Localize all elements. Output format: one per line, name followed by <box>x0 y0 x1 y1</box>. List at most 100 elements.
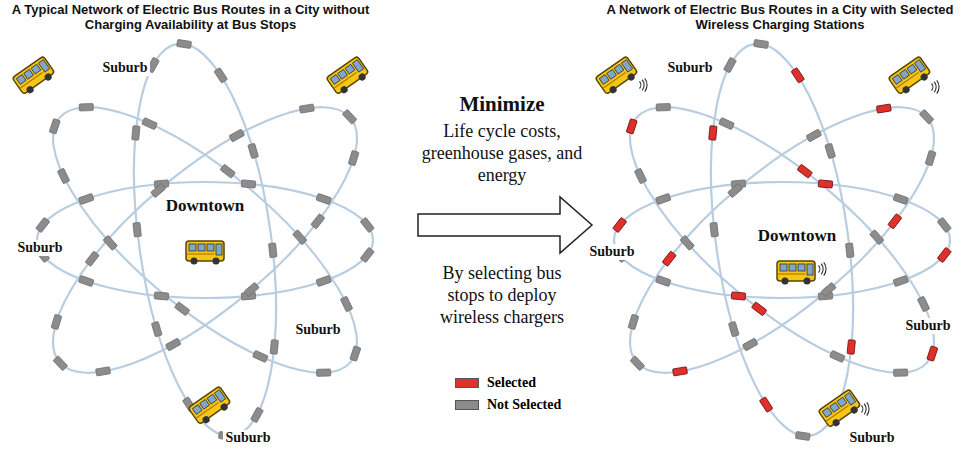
bus-stop <box>728 321 739 336</box>
bus-stop <box>846 243 854 258</box>
bus-stop <box>244 282 259 296</box>
legend-text: Selected <box>487 375 536 391</box>
region-label: Suburb <box>223 430 272 446</box>
bus-stop <box>251 407 264 423</box>
legend-text: Not Selected <box>487 397 561 413</box>
bus-stop <box>165 338 181 351</box>
selected-stop <box>662 251 676 266</box>
selected-stop <box>876 104 891 113</box>
selected-stop <box>626 119 637 134</box>
bus-stops <box>36 39 952 440</box>
bus-stop <box>174 302 189 316</box>
bus-stop <box>132 126 140 141</box>
bus-stop <box>348 150 359 165</box>
bus-stop <box>311 214 325 229</box>
bus-stop <box>634 168 646 184</box>
region-label: Suburb <box>847 430 896 446</box>
bus-stop <box>316 193 332 204</box>
region-label: Downtown <box>756 226 838 245</box>
bus-stop <box>177 39 192 48</box>
bus-stop <box>248 143 259 158</box>
bus-stop <box>656 104 670 111</box>
bus-stop <box>925 150 936 165</box>
body-text: By selecting bus stops to deploy wireles… <box>427 262 577 328</box>
bus-icon <box>888 56 933 97</box>
bus-stop <box>360 247 374 262</box>
region-label: Suburb <box>665 60 714 76</box>
bus-icon <box>12 56 57 97</box>
selected-stop <box>751 302 766 316</box>
bus-icon <box>188 386 233 427</box>
route-line <box>37 182 373 298</box>
bus-stop <box>142 118 158 130</box>
legend-swatch <box>455 400 479 410</box>
selected-stop <box>673 367 688 376</box>
bus-stop <box>151 321 162 336</box>
bus-icon <box>818 389 863 430</box>
region-label: Downtown <box>164 196 246 215</box>
bus-stop <box>893 275 909 286</box>
bus-stop <box>350 346 361 361</box>
legend-swatch <box>455 378 479 388</box>
bus-stop <box>220 164 235 178</box>
bus-icon <box>595 56 640 97</box>
region-label: Suburb <box>587 244 636 260</box>
bus-stop <box>710 222 718 237</box>
selected-stop <box>709 126 717 141</box>
bus-stop <box>269 243 277 258</box>
bus-stop <box>253 350 269 362</box>
selected-stop <box>888 214 902 229</box>
heading-text: Minimize <box>459 92 544 116</box>
bus-stop <box>360 217 374 232</box>
route-line <box>16 66 395 414</box>
bus-stop <box>85 251 99 266</box>
bus-stop <box>821 282 836 296</box>
bus-stop <box>742 338 758 351</box>
bus-stop <box>241 180 256 188</box>
bus-stop <box>795 431 810 440</box>
bus-stop <box>728 183 743 197</box>
bus-stop <box>630 356 645 371</box>
bus-stop <box>830 350 846 362</box>
bus-stop <box>680 235 695 250</box>
bus-stop <box>299 104 314 113</box>
panel-title: A Typical Network of Electric Bus Routes… <box>3 2 378 32</box>
bus-stop <box>894 369 908 376</box>
bus-stop <box>628 314 639 329</box>
process-arrow <box>418 197 592 253</box>
bus-stop <box>317 369 331 376</box>
region-label: Suburb <box>293 322 342 338</box>
wireless-symbol <box>819 262 827 275</box>
bus-stop <box>825 143 836 158</box>
bus-stop <box>270 340 278 355</box>
route-line <box>689 35 875 446</box>
bus-stop <box>919 109 934 124</box>
bus-routes <box>16 35 971 446</box>
route-line <box>593 66 971 414</box>
bus-stop <box>870 230 885 245</box>
bus-stop <box>51 314 62 329</box>
bus-stop <box>342 109 357 124</box>
bus-stop <box>937 217 951 232</box>
bus-icon <box>186 241 224 265</box>
bus-icon <box>326 56 371 97</box>
selected-stop <box>613 217 627 232</box>
selected-stop <box>797 164 812 178</box>
bus-stop <box>79 104 93 111</box>
bus-stop <box>57 168 69 184</box>
bus-stop <box>78 193 94 204</box>
bus-stop <box>78 275 94 286</box>
bus-stop <box>719 118 735 130</box>
selected-stop <box>759 397 772 413</box>
region-label: Suburb <box>15 240 64 256</box>
selected-stop <box>731 292 746 300</box>
selected-stop <box>818 180 833 188</box>
region-label: Suburb <box>903 318 952 334</box>
bus-stop <box>103 235 118 250</box>
bus-stop <box>133 222 141 237</box>
selected-stop <box>791 68 804 84</box>
region-label: Suburb <box>100 60 149 76</box>
selected-stop <box>847 340 855 355</box>
bus-stop <box>154 292 169 300</box>
bus-stop <box>340 296 352 312</box>
